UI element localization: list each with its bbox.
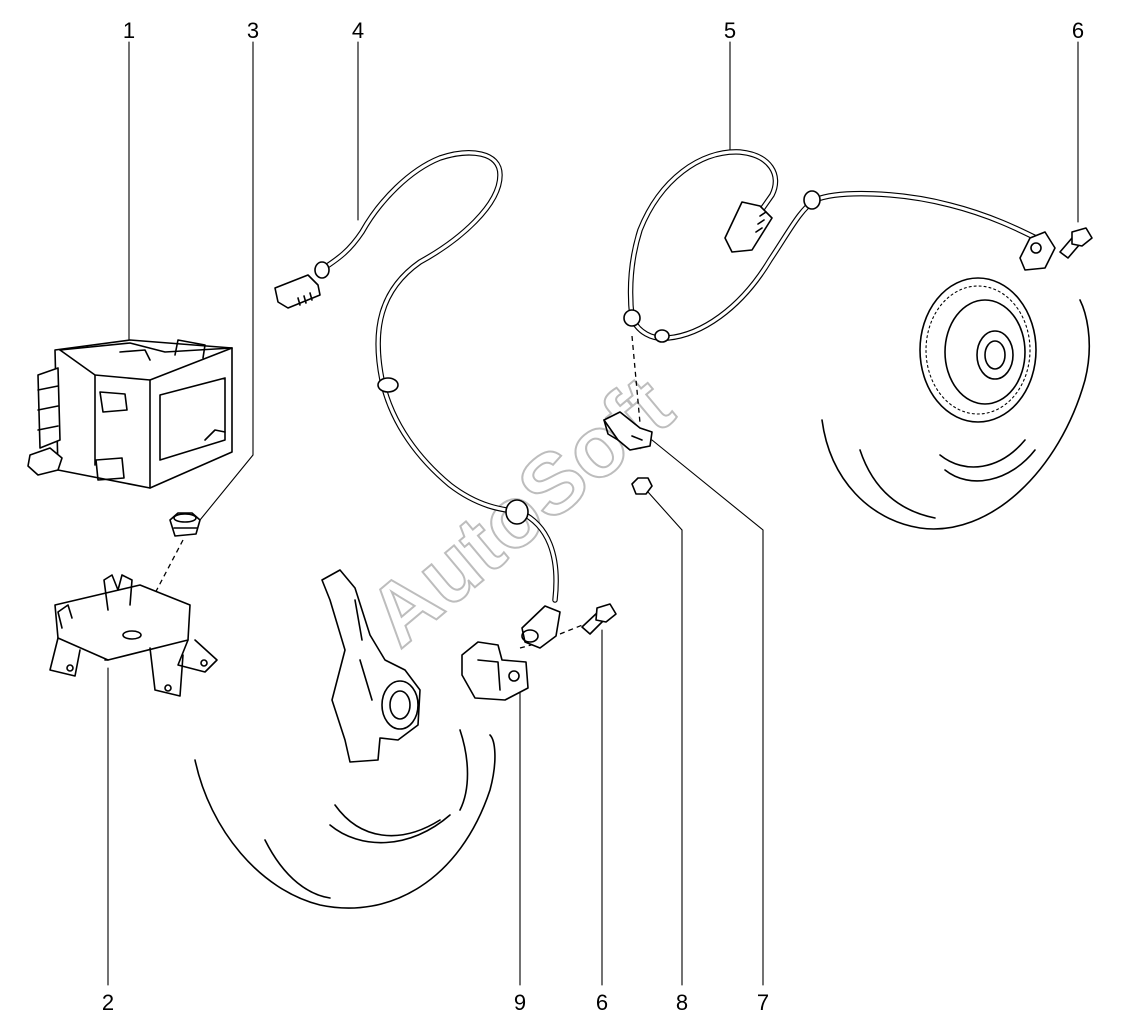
clip-fastener: [631, 477, 653, 495]
callout-5: 5: [724, 18, 736, 43]
leader-lines: [107, 41, 1079, 986]
callout-6-bottom: 6: [596, 990, 608, 1015]
callout-2: 2: [102, 990, 114, 1015]
bolt-bottom: [581, 603, 617, 635]
callout-1: 1: [123, 18, 135, 43]
callout-6-top: 6: [1072, 18, 1084, 43]
grommet: [169, 512, 201, 537]
front-tire: [194, 729, 496, 909]
front-sensor-cable: [274, 150, 561, 649]
sensor-holder: [461, 641, 529, 701]
callout-labels: 1 3 4 5 6 2 9 6 8 7: [102, 18, 1084, 1015]
callout-3: 3: [247, 18, 259, 43]
rear-brake-disc: [919, 277, 1037, 423]
rear-tire: [821, 299, 1091, 530]
callout-7: 7: [757, 990, 769, 1015]
rear-sensor-cable: [623, 149, 1056, 343]
callout-4: 4: [352, 18, 364, 43]
mounting-bracket: [49, 574, 218, 697]
callout-8: 8: [676, 990, 688, 1015]
front-steering-knuckle: [321, 569, 421, 763]
abs-hydraulic-unit: [27, 339, 233, 489]
cable-clip: [603, 411, 653, 451]
bolt-top: [1059, 227, 1093, 259]
callout-9: 9: [514, 990, 526, 1015]
